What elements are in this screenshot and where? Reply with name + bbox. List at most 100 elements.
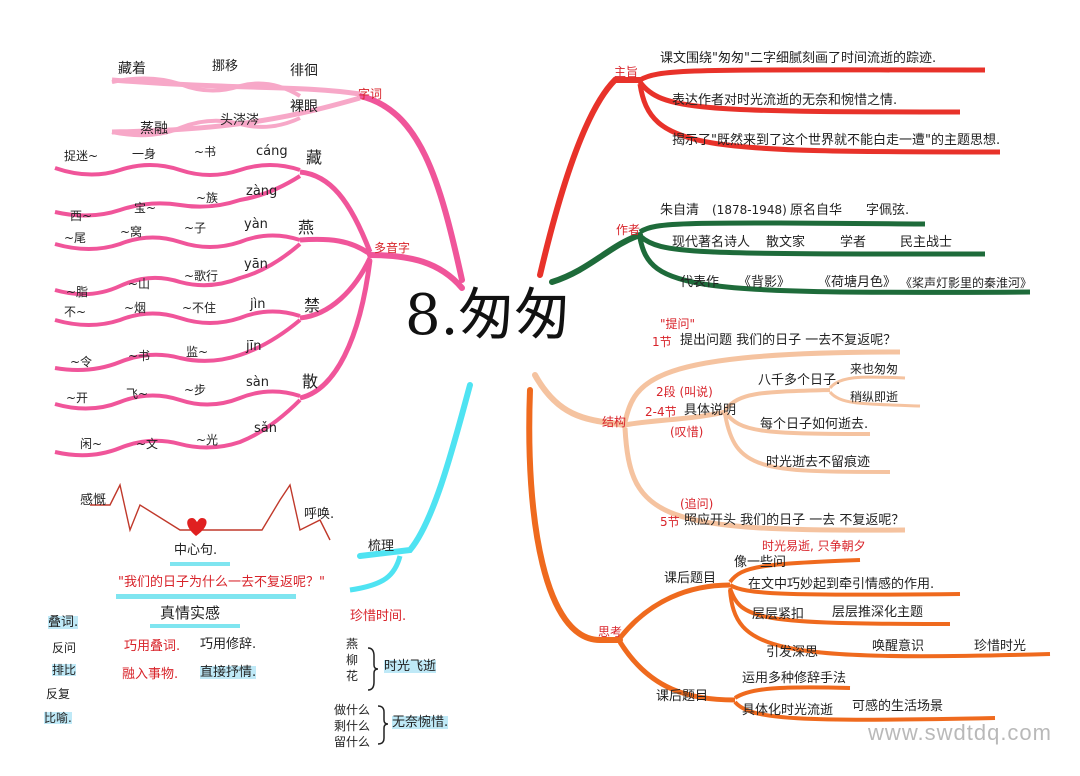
zici-3: 徘徊: [290, 63, 318, 79]
sikao-q1-d3: 珍惜时光: [974, 639, 1027, 654]
page-title: 8.匆匆: [405, 283, 571, 348]
dy-char-cang: 藏: [306, 148, 323, 167]
qinggan-line1a: 巧用叠词.: [124, 639, 181, 654]
label-jiegou: 结构: [602, 415, 627, 429]
sub-zhuzhi-3: [637, 83, 1001, 155]
center-underline: [170, 562, 230, 566]
qinggan-center: 中心句.: [174, 543, 218, 558]
zuozhe-title-3: 学者: [840, 235, 867, 250]
zhuzhi-item-1: 课文围绕"匆匆"二字细腻刻画了时间流逝的踪迹.: [660, 51, 937, 66]
zici-2: 挪移: [212, 59, 239, 74]
sikao-q1-d: 引发深思: [766, 645, 819, 660]
sub-sikao-1c: [728, 587, 951, 626]
sub-zuozhe-2: [638, 234, 986, 257]
dy-word: ~令: [70, 355, 93, 369]
watermark: www.swdtdq.com: [868, 720, 1052, 745]
jiegou-p2-main: 具体说明: [684, 403, 737, 418]
dy-pinyin-cang: cáng: [256, 144, 288, 159]
dy-word: ~歌行: [184, 269, 219, 283]
dy-word: ~族: [196, 191, 219, 205]
sub-zuozhe-1: [638, 220, 926, 235]
qinggan-list-4: 反复: [46, 687, 71, 701]
dy-word: ~脂: [66, 285, 89, 299]
sub-dy-4: [299, 259, 373, 401]
brace-2: [377, 705, 389, 745]
dy-word: ~光: [196, 433, 219, 447]
zhuzhi-item-2: 表达作者对时光流逝的无奈和惋惜之情.: [672, 93, 898, 108]
sub-sikao-1a: [728, 558, 861, 584]
qinggan-list-1: 叠词.: [48, 615, 79, 630]
label-zici: 字词: [358, 87, 383, 101]
sub-sikao-1d: [728, 589, 1051, 659]
sub-dy-3: [299, 256, 373, 321]
sub-jiegou-2a1: [828, 375, 906, 390]
jiegou-p2-tag1: 2段 (叫说): [656, 385, 713, 399]
sub-jiegou-1: [622, 349, 901, 423]
zuozhe-name: 朱自清: [660, 203, 700, 218]
brace-1: [367, 647, 379, 691]
zuozhe-work-2: 《荷塘月色》: [818, 275, 897, 290]
jiegou-p2-tag2: 2-4节: [645, 405, 677, 419]
dy-char-yan: 燕: [298, 218, 315, 237]
jiegou-p1-prefix: 1节: [652, 335, 672, 349]
zuozhe-work-1: 《背影》: [738, 275, 791, 290]
dy-pinyin-san3: sǎn: [254, 421, 277, 436]
jiegou-p2-a1: 来也匆匆: [850, 362, 899, 376]
shuli-col2: 做什么 剩什么 留什么: [334, 703, 371, 749]
sub-zhuzhi-2: [637, 80, 961, 115]
dy-word: ~尾: [64, 231, 87, 245]
sikao-q1-c: 层层紧扣: [752, 607, 805, 622]
branch-zuozhe: [549, 232, 643, 285]
dy-word: ~书: [128, 349, 151, 363]
zici-6: 裸眼: [290, 99, 318, 115]
zuozhe-daibiao: 代表作: [680, 275, 720, 290]
sikao-q1: 课后题目: [664, 571, 717, 586]
qinggan-line1b: 巧用修辞.: [200, 637, 257, 652]
sub-zhuzhi-1: [638, 67, 986, 83]
qinggan-summary: 真情实感: [160, 604, 221, 622]
dy-pinyin-zang: zàng: [246, 184, 278, 199]
sub-sikao-2b: [733, 700, 996, 722]
dy-word: 一身: [132, 147, 157, 161]
dy-pinyin-jin4: jìn: [250, 297, 266, 312]
zhuzhi-item-3: 揭示了"既然来到了这个世界就不能白走一遭"的主题思想.: [672, 133, 1001, 148]
sub-sikao-1b: [728, 583, 961, 597]
sub-jiegou-2c: [723, 413, 891, 474]
sub-zici-1: [111, 77, 361, 97]
qinggan-list-3: 排比: [52, 663, 77, 677]
label-duoyinzi: 多音字: [374, 241, 411, 255]
dy-word: ~开: [66, 391, 89, 405]
jiegou-p3-tag: (追问): [680, 497, 714, 511]
heart-icon: [187, 518, 207, 536]
zuozhe-title-1: 现代著名诗人: [672, 235, 751, 250]
zuozhe-title-2: 散文家: [766, 235, 806, 250]
summary-underline: [150, 624, 240, 628]
sikao-q1-d2: 唤醒意识: [872, 639, 925, 654]
heartbeat-line: [90, 482, 331, 541]
zuozhe-zi: 字佩弦.: [866, 203, 910, 218]
qinggan-quote: "我们的日子为什么一去不复返呢？": [118, 575, 325, 590]
dy-word: 捉迷~: [64, 149, 99, 163]
zici-4: 蒸融: [140, 121, 168, 137]
zuozhe-title-4: 民主战士: [900, 235, 953, 250]
dy-word: ~文: [136, 437, 159, 451]
dy-word: 宝~: [134, 201, 157, 215]
label-sikao: 思考: [598, 625, 623, 639]
dy-pinyin-san4: sàn: [246, 375, 269, 390]
jiegou-p2-a: 八千多个日子.: [758, 373, 841, 388]
dy-word: 监~: [186, 345, 209, 359]
dy-word: ~不住: [182, 301, 217, 315]
shuli-col1-note: 时光飞逝: [384, 659, 437, 674]
qinggan-right: 呼唤.: [304, 507, 335, 522]
zuozhe-work-3: 《桨声灯影里的秦淮河》: [900, 276, 1033, 290]
zici-1: 藏着: [118, 61, 146, 77]
dy-word: ~山: [128, 277, 151, 291]
sikao-q1-c2: 层层推深化主题: [832, 605, 924, 620]
qinggan-line2b: 直接抒情.: [200, 665, 257, 680]
jiegou-p2-tag3: (叹惜): [670, 425, 704, 439]
dy-pinyin-yan1: yān: [244, 257, 268, 272]
jiegou-p2-a2: 稍纵即逝: [850, 390, 899, 404]
label-zhuzhi: 主旨: [614, 65, 639, 79]
sikao-q2: 课后题目: [656, 689, 709, 704]
